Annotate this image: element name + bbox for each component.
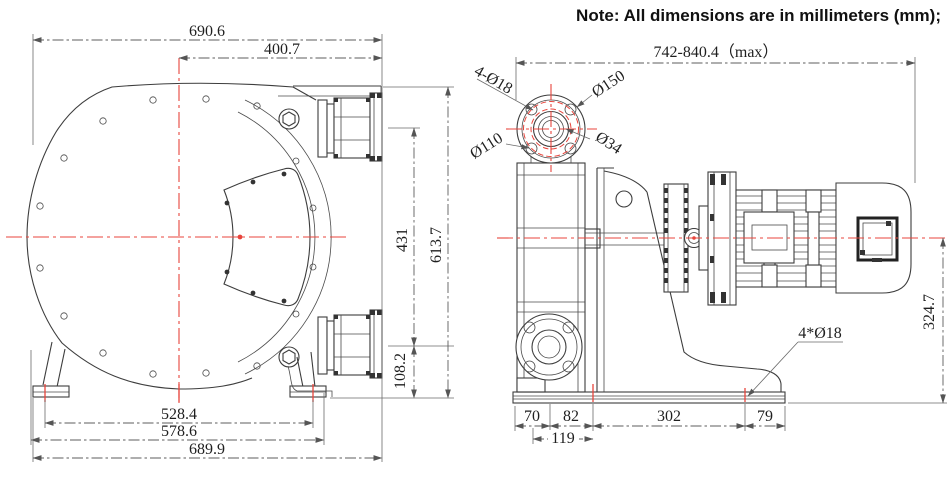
dim-mid-width: 578.6 [161,423,197,440]
dim-bottom-width: 689.9 [189,441,225,458]
dim-total-height: 613.7 [428,227,445,263]
label-flange-od: Ø150 [589,67,628,101]
clamp-bolt-bottom [278,346,300,368]
label-flange-bolt-holes: 4-Ø18 [471,63,515,98]
hub-center-dot [237,234,243,240]
label-bolt-circle: Ø110 [467,130,506,163]
front-base-red-ticks [44,384,314,402]
dim-base-seg-2: 82 [563,408,579,425]
units-note: Note: All dimensions are in millimeters … [576,6,941,25]
dim-base-seg-4: 79 [757,408,773,425]
dim-total-length: 742-840.4（max） [654,43,779,61]
discharge-flange [515,313,583,381]
clamp-bolt-top [278,108,300,130]
mounting-stand [596,167,782,392]
side-view: 742-840.4（max） 324.7 70 82 302 79 119 4*… [467,43,947,447]
casing-corner-line [292,86,317,101]
junction-box [856,216,899,262]
side-dimensions: 742-840.4（max） 324.7 70 82 302 79 119 4*… [514,43,947,447]
label-base-holes: 4*Ø18 [798,325,842,342]
fitting-foot-line [287,365,333,397]
suction-flange-detail [506,84,597,172]
dim-port-to-foot: 108.2 [392,353,409,389]
foot-right [289,351,327,398]
dim-top-width: 690.6 [189,23,225,40]
front-dimensions: 690.6 400.7 431 613.7 108.2 528.4 578.6 [30,23,454,462]
label-bore: Ø34 [592,129,624,158]
dim-centerline-height: 324.7 [921,294,938,330]
rim-holes [292,157,317,318]
base-plate [512,391,786,404]
dim-base-seg-3: 302 [657,408,681,425]
foot-left [32,341,70,398]
cover-plate-screws [224,171,287,304]
cover-plate [223,167,311,307]
bolt-circle-centerline [523,101,579,157]
tie-bolt-column-2 [805,189,822,288]
dim-port-spacing: 431 [394,228,411,252]
casing-bolt-holes [36,95,261,378]
dim-base-seg-1: 70 [524,408,540,425]
dim-foot-span: 528.4 [161,406,197,423]
hose-fitting-bottom [317,309,383,379]
hose-fitting-top [317,92,383,162]
dim-base-seg-12: 119 [551,430,574,447]
dim-center-to-right: 400.7 [264,41,300,58]
front-view: 690.6 400.7 431 613.7 108.2 528.4 578.6 [6,23,454,462]
lifting-hole [615,190,633,208]
